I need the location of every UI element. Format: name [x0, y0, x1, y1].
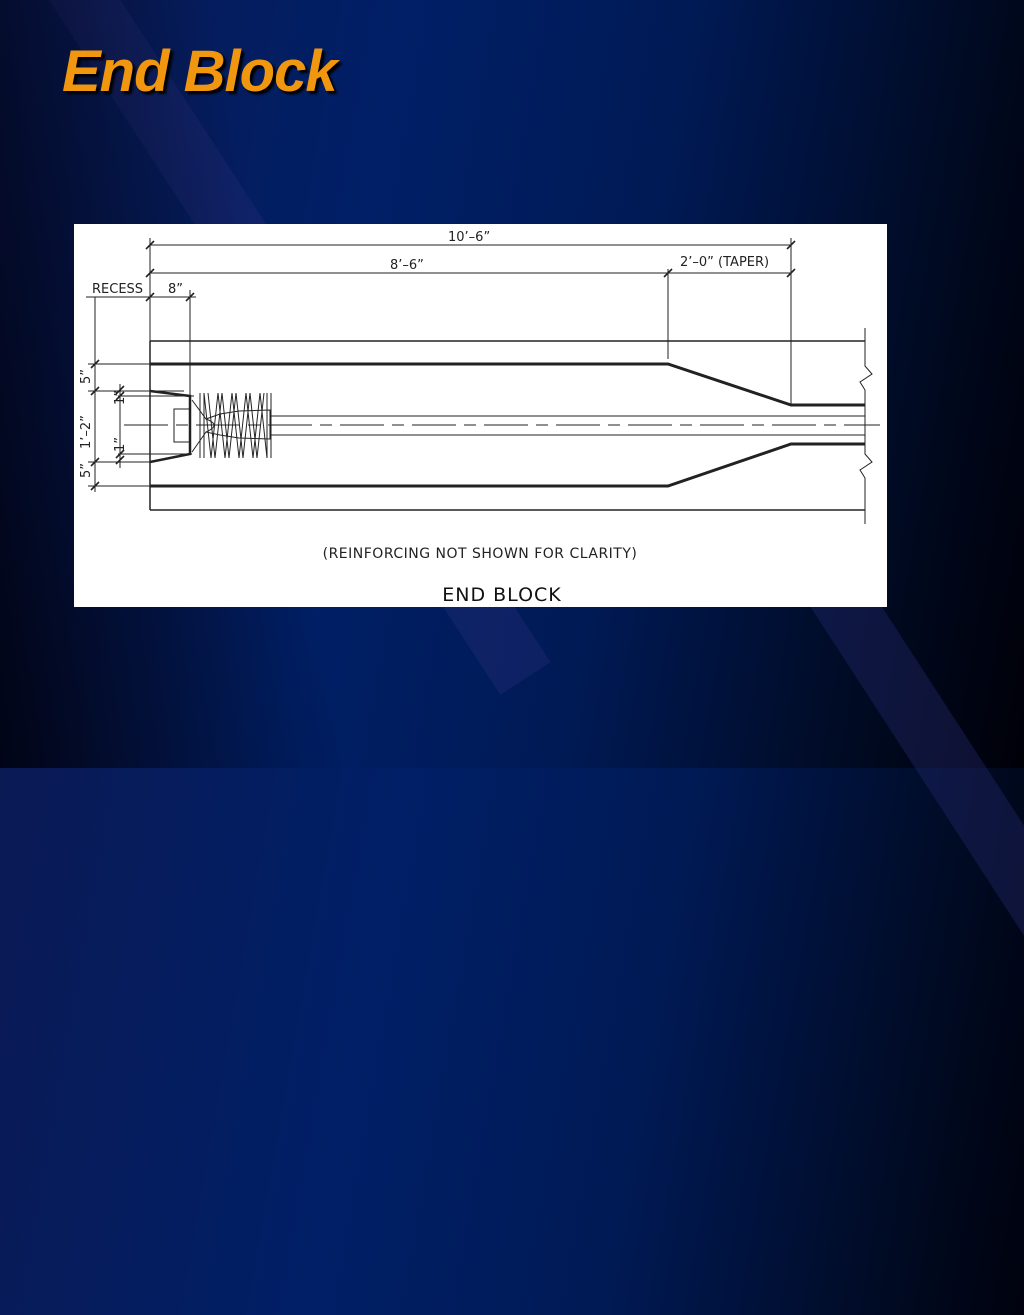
break-line: [859, 328, 873, 524]
taper-length-label: 2’–0” (TAPER): [680, 255, 769, 270]
bottom-web-profile: [150, 442, 865, 488]
end-block-drawing: 10’–6” 8’–6” 2’–0” (TAPER) RECESS 8” 5” …: [74, 224, 887, 607]
spiral-reinforcement: [199, 392, 272, 459]
straight-length-label: 8’–6”: [390, 258, 424, 273]
recess-offset-bottom-label: 1”: [113, 437, 128, 452]
end-block-cad-diagram: 10’–6” 8’–6” 2’–0” (TAPER) RECESS 8” 5” …: [79, 230, 880, 606]
flange-bottom-label: 5”: [79, 463, 94, 478]
overall-length-label: 10’–6”: [448, 230, 490, 245]
slide-title: End Block: [62, 39, 338, 104]
recess-offset-top-label: 1”: [113, 390, 128, 405]
reinforcing-note: (REINFORCING NOT SHOWN FOR CLARITY): [323, 546, 638, 562]
recess-depth-label: 8”: [168, 282, 183, 297]
anchor-body: [191, 399, 271, 453]
recess-label: RECESS: [92, 282, 143, 297]
drawing-caption: END BLOCK: [442, 584, 562, 606]
anchor-recess: [149, 389, 192, 464]
top-web-profile: [150, 362, 865, 407]
web-height-label: 1’–2”: [79, 415, 94, 449]
flange-top-label: 5”: [79, 369, 94, 384]
